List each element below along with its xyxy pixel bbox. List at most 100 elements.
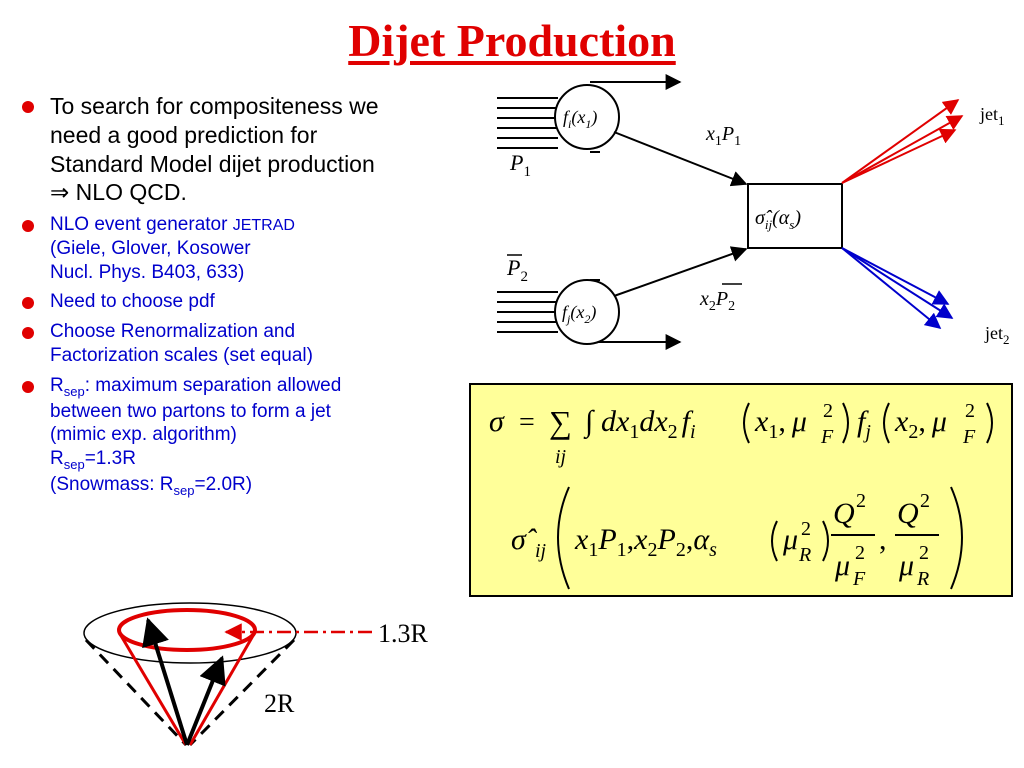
incoming-lines-bottom [497, 291, 558, 333]
fi-subscript: i [568, 117, 571, 131]
svg-text:x1P1,x2P2,αs: x1P1,x2P2,αs [574, 523, 717, 561]
parton-line-top [613, 131, 748, 187]
x1p1-x-sub: 1 [715, 134, 722, 149]
integral-symbol: ∫ [583, 405, 595, 440]
fi-arg-subscript: 1 [585, 117, 591, 131]
bullet-line: (mimic exp. algorithm) [50, 424, 237, 446]
jet1-label: jet [979, 104, 998, 124]
comma: , [778, 405, 786, 438]
x-symbol: x [615, 405, 630, 438]
bullet-line: Choose Renormalization and [50, 321, 296, 342]
x1p1-p-sub: 1 [734, 134, 741, 149]
P-symbol: P [656, 523, 675, 556]
bullet-rsep: Rsep: maximum separation allowed between… [14, 374, 464, 500]
bullet-dot [22, 380, 34, 393]
generator-name: JETRAD [232, 217, 295, 234]
svg-text:fj(x2): fj(x2) [562, 302, 596, 326]
bullet-text: =1.3R [84, 448, 136, 470]
svg-text:jet2: jet2 [984, 323, 1010, 347]
sub-R: R [916, 568, 929, 590]
fi-arg: (x [571, 107, 585, 128]
x-symbol: x [574, 523, 589, 556]
fj-arg-subscript: 2 [584, 312, 590, 326]
inner-cone-edge-right [188, 633, 256, 746]
sigma-total: σ [489, 405, 505, 438]
left-paren-2 [883, 402, 890, 444]
x2p2-x: x [699, 288, 709, 310]
sub-two: 2 [676, 539, 686, 561]
hard-scatter-box [747, 183, 843, 249]
x1p1-p: P [721, 123, 734, 145]
mu-symbol: μ [898, 549, 914, 582]
x-symbol: x [894, 405, 909, 438]
p1-subscript: 1 [523, 164, 531, 180]
bullet-line: between two partons to form a jet [50, 400, 331, 422]
pdf-circle-top [554, 84, 620, 150]
svg-text:P2: P2 [506, 255, 528, 285]
fj-arg: (x [570, 302, 584, 323]
bullet-text: : maximum separation allowed [84, 374, 342, 396]
mu-symbol: μ [782, 523, 798, 556]
jet1-arrows [841, 99, 964, 184]
right-paren-1 [842, 402, 849, 444]
sup-two: 2 [801, 518, 811, 540]
svg-text:x1P1: x1P1 [705, 123, 741, 149]
sigma-close: ) [793, 207, 801, 229]
bullet-compositeness: To search for compositeness we need a go… [14, 92, 464, 207]
equals-sign: = [519, 407, 535, 438]
bullet-text: NLO event generator [50, 214, 233, 235]
sub-one: 1 [617, 539, 627, 561]
svg-text:fi(x1): fi(x1) [563, 107, 597, 131]
bullet-text: (Snowmass: R [50, 474, 174, 496]
bullet-line: Standard Model dijet production [50, 150, 375, 177]
svg-text:σ̂ij(αs): σ̂ij(αs) [755, 207, 801, 232]
sup-two: 2 [919, 542, 929, 564]
bullet-line: To search for compositeness we [50, 93, 379, 119]
sigma-subscript: ij [765, 217, 773, 232]
jet1-subscript: 1 [998, 113, 1005, 128]
d-symbol: d [601, 405, 617, 438]
d-symbol: d [639, 405, 655, 438]
incoming-lines-top [497, 97, 558, 149]
fi-symbol: f [563, 107, 571, 127]
bullet-line: ⇒ NLO QCD. [50, 179, 187, 206]
dijet-diagram: fi(x1) P1 x1P1 σ̂ij(αs) jet1 jet2 P2 [497, 74, 1010, 350]
mu-symbol: μ [931, 405, 947, 438]
p2-subscript: 2 [520, 269, 528, 285]
x2p2-p-sub: 2 [728, 299, 735, 314]
sup-two: 2 [856, 490, 866, 512]
sub-F: F [852, 568, 866, 590]
inner-cone-ellipse [117, 608, 257, 652]
left-paren-3 [771, 520, 778, 562]
x-symbol: x [653, 405, 668, 438]
sigma-arg: (α [772, 207, 790, 229]
mu-symbol: μ [791, 405, 807, 438]
sep-subscript: sep [173, 482, 195, 498]
parton-line-bottom [613, 246, 748, 297]
bullet-dot [22, 101, 34, 113]
P-symbol: P [597, 523, 616, 556]
sub-one: 1 [588, 539, 598, 561]
sep-subscript: sep [63, 383, 85, 399]
svg-text:x2,μ: x2,μ [894, 405, 947, 443]
r-symbol: R [50, 374, 64, 396]
svg-text:jet1: jet1 [979, 104, 1005, 128]
fj-close: ) [589, 302, 596, 323]
sub-two: 2 [647, 539, 657, 561]
sup-two: 2 [855, 542, 865, 564]
x-symbol: x [754, 405, 769, 438]
parton-arrow-2 [185, 655, 226, 746]
bullet-line: Need to choose pdf [50, 291, 215, 313]
sigma-hat-symbol: σ̂ [511, 523, 538, 556]
x2p2-x-sub: 2 [709, 299, 716, 314]
sum-subscript: ij [555, 446, 567, 468]
label-2r: 2R [264, 689, 295, 718]
bullet-pdf: Need to choose pdf [14, 290, 464, 314]
bullet-line: Nucl. Phys. B403, 633) [50, 261, 245, 283]
sep-subscript: sep [63, 456, 85, 472]
svg-text:x2P2: x2P2 [699, 288, 735, 314]
comma: , [686, 523, 694, 556]
jet-cone-illustration: 1.3R 2R [83, 602, 429, 747]
sub-F: F [820, 426, 834, 448]
parton-arrow-1 [142, 617, 189, 746]
